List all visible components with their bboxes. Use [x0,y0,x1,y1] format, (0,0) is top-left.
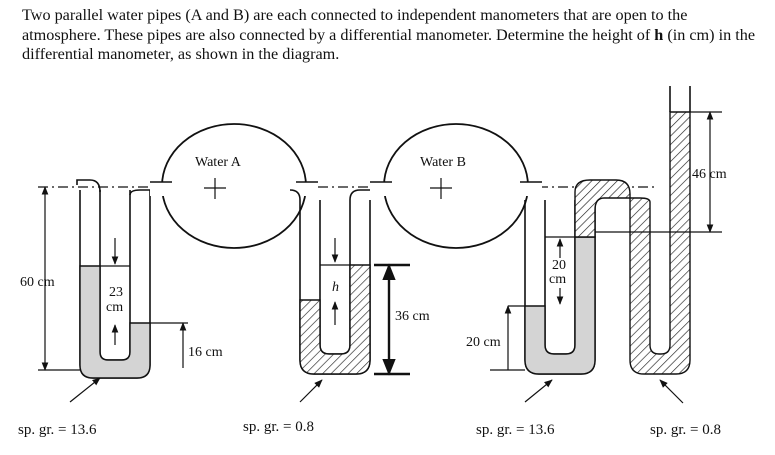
pipe-a-label: Water A [195,155,242,170]
dimension-36cm [374,263,410,376]
dimension-16cm [150,322,188,368]
problem-text-part1: Two parallel water pipes (A and B) are e… [22,6,688,44]
dim-60cm-label: 60 cm [20,275,55,290]
pipe-b-label: Water B [420,155,466,170]
dim-20cm-top-label-1: 20 [552,258,566,273]
dim-20cm-top-label-2: cm [549,272,566,287]
dim-20cm-left-label: 20 cm [466,335,501,350]
dim-23cm-label-2: cm [106,300,123,315]
dimension-46cm [690,111,722,233]
dimension-60cm [38,186,80,371]
dimension-20cm-top [545,236,575,305]
sg-label-3: sp. gr. = 13.6 [476,422,555,438]
variable-h: h [654,25,664,44]
pipe-a [161,123,307,249]
problem-text-part2: (in cm) in the differential manometer, a… [22,25,755,64]
dim-23cm-label-1: 23 [109,285,123,300]
dimension-20cm-left [490,305,525,371]
sg-label-4: sp. gr. = 0.8 [650,422,721,438]
pipe-b [383,123,529,249]
sg-label-1: sp. gr. = 13.6 [18,422,97,438]
sg-label-2: sp. gr. = 0.8 [243,419,314,435]
dimension-h [320,238,350,325]
manometer-1-mercury [79,265,151,379]
dim-36cm-label: 36 cm [395,309,430,324]
problem-statement: Two parallel water pipes (A and B) are e… [22,6,757,65]
dimension-23cm [100,238,130,345]
dim-46cm-label: 46 cm [692,167,727,182]
dim-16cm-label: 16 cm [188,345,223,360]
leader-arrows [69,377,684,404]
dim-h-label: h [332,280,339,295]
